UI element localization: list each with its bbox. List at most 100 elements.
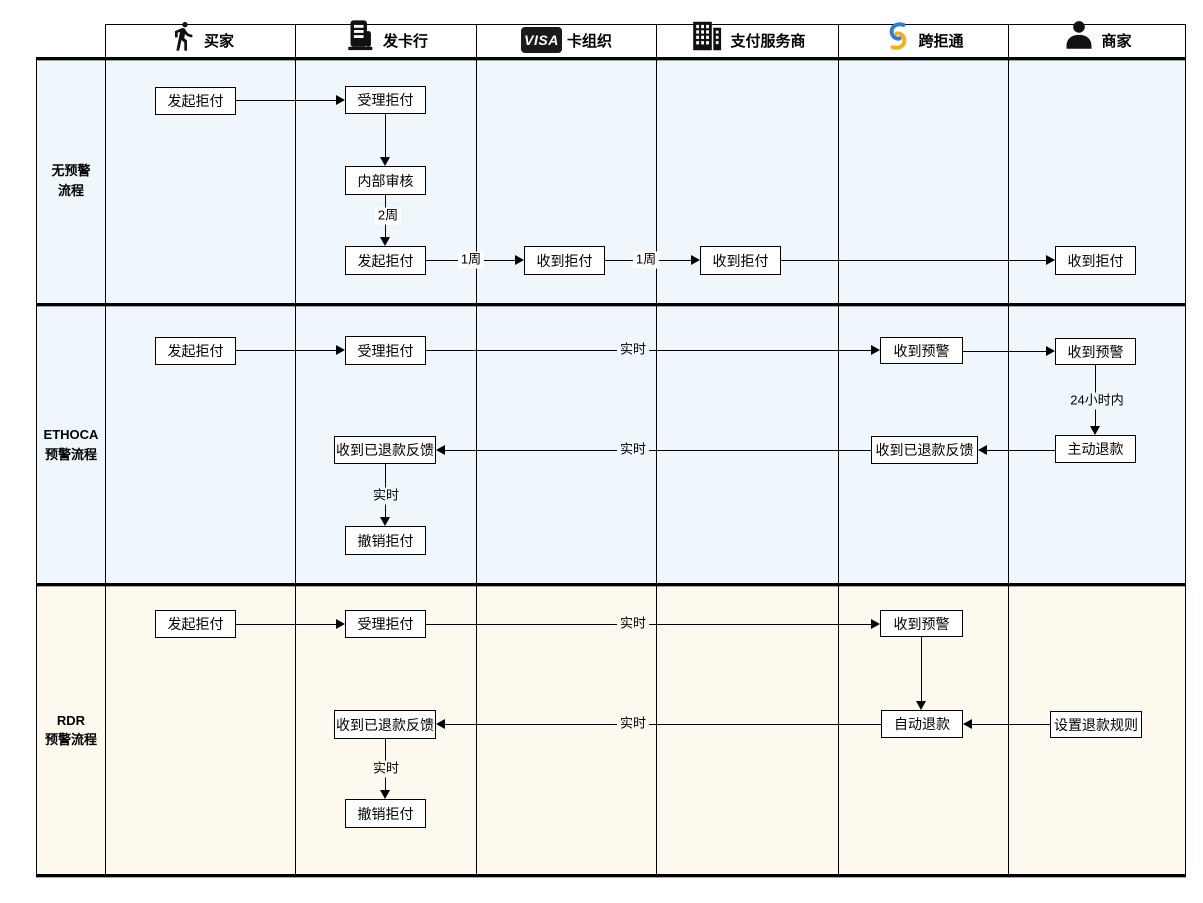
node-l3-merchant-set-refund-rules: 设置退款规则	[1050, 711, 1142, 738]
node-l2-kuajujtong-refund-feedback: 收到已退款反馈	[871, 436, 978, 464]
flow-line	[445, 724, 881, 725]
node-l2-merchant-receive-alert: 收到预警	[1055, 338, 1136, 365]
actor-label: 跨拒通	[918, 33, 964, 50]
node-l1-merchant-receive-chargeback: 收到拒付	[1055, 246, 1136, 275]
column-divider	[1008, 24, 1009, 874]
actor-header-kuajujtong: 跨拒通	[839, 21, 1008, 57]
actor-header-buyer: 买家	[106, 22, 295, 57]
actor-label: 商家	[1101, 33, 1132, 50]
edge-label: 1周	[632, 251, 660, 269]
edge-label: 实时	[616, 341, 650, 359]
actor-header-card-network: VISA 卡组织	[477, 24, 656, 57]
lane-label-ethoca: ETHOCA 预警流程	[37, 306, 105, 583]
flow-arrowhead	[380, 237, 390, 246]
lane-label-line: ETHOCA	[43, 427, 99, 442]
lane-divider	[36, 57, 1186, 60]
flow-arrowhead	[1046, 346, 1055, 356]
flow-arrowhead	[380, 517, 390, 526]
lane-label-line: 流程	[57, 182, 84, 198]
edge-label: 实时	[369, 487, 403, 505]
actor-header-issuer: 发卡行	[296, 20, 476, 57]
walking-person-icon	[167, 20, 199, 52]
flow-arrowhead	[978, 445, 987, 455]
lane-label-line: 无预警	[51, 163, 91, 178]
edge-label: 实时	[616, 441, 650, 459]
column-divider	[105, 24, 106, 874]
node-l2-merchant-proactive-refund: 主动退款	[1055, 435, 1136, 463]
node-l1-buyer-initiate-chargeback: 发起拒付	[155, 87, 236, 115]
node-l2-kuajujtong-receive-alert: 收到预警	[880, 337, 963, 364]
actor-label: 发卡行	[382, 33, 428, 50]
column-divider	[476, 24, 477, 874]
flow-arrowhead	[1046, 255, 1055, 265]
flow-arrowhead	[336, 95, 345, 105]
node-l2-issuer-accept-chargeback: 受理拒付	[345, 336, 426, 365]
edge-label: 实时	[369, 760, 403, 778]
lane-label-rdr: RDR 预警流程	[37, 586, 105, 874]
flow-arrowhead	[871, 345, 880, 355]
actor-header-merchant: 商家	[1009, 21, 1185, 57]
node-l1-psp-receive-chargeback: 收到拒付	[700, 246, 781, 275]
lane-label-line: RDR	[56, 712, 86, 728]
node-l3-kuajujtong-auto-refund: 自动退款	[881, 710, 963, 738]
card-terminal-icon	[344, 19, 378, 53]
actor-header-psp: 支付服务商	[657, 21, 838, 57]
edge-label: 实时	[616, 715, 650, 733]
visa-logo: VISA	[520, 26, 562, 53]
node-l2-buyer-initiate-chargeback: 发起拒付	[155, 337, 236, 365]
flow-arrowhead	[963, 719, 972, 729]
flow-arrowhead	[871, 619, 880, 629]
node-l3-kuajujtong-receive-alert: 收到预警	[880, 610, 963, 637]
flow-line	[921, 637, 922, 701]
edge-label: 1周	[457, 251, 485, 269]
column-divider	[838, 24, 839, 874]
node-l3-buyer-initiate-chargeback: 发起拒付	[155, 610, 236, 638]
flow-arrowhead	[436, 445, 445, 455]
actor-label: 卡组织	[566, 33, 612, 50]
flow-arrowhead	[380, 790, 390, 799]
lane-ethoca-background	[37, 59, 1185, 583]
node-l1-issuer-accept-chargeback: 受理拒付	[345, 86, 426, 114]
flow-arrowhead	[1090, 426, 1100, 435]
column-divider	[295, 24, 296, 874]
flow-line	[236, 100, 336, 101]
node-l2-issuer-cancel-chargeback: 撤销拒付	[345, 526, 426, 555]
flow-line	[987, 450, 1055, 451]
lane-label-no-alert: 无预警 流程	[37, 58, 105, 303]
flow-line	[236, 350, 336, 351]
actor-label: 买家	[203, 33, 234, 50]
flow-arrowhead	[336, 345, 345, 355]
flow-arrowhead	[336, 619, 345, 629]
lane-label-line: 预警流程	[44, 446, 97, 462]
lane-divider	[36, 874, 1186, 877]
flow-line	[781, 260, 1046, 261]
flow-arrowhead	[380, 157, 390, 166]
edge-label: 2周	[374, 207, 402, 225]
flow-line	[972, 724, 1050, 725]
node-l3-issuer-accept-chargeback: 受理拒付	[345, 610, 426, 638]
person-icon	[1062, 19, 1096, 53]
node-l3-issuer-cancel-chargeback: 撤销拒付	[345, 799, 426, 828]
lane-divider	[36, 583, 1186, 586]
node-l1-network-receive-chargeback: 收到拒付	[524, 246, 605, 275]
flow-arrowhead	[436, 719, 445, 729]
node-l3-issuer-refund-feedback: 收到已退款反馈	[334, 710, 436, 739]
node-l2-issuer-refund-feedback: 收到已退款反馈	[334, 436, 436, 464]
flow-arrowhead	[691, 255, 700, 265]
flow-line	[445, 450, 871, 451]
flow-line	[236, 624, 336, 625]
lane-divider	[36, 303, 1186, 306]
flow-line	[385, 114, 386, 157]
column-divider	[36, 58, 37, 874]
header-top-border	[105, 24, 1186, 25]
actor-label: 支付服务商	[730, 33, 806, 50]
node-l1-issuer-internal-review: 内部审核	[345, 166, 426, 195]
flow-line	[963, 351, 1046, 352]
column-divider	[1185, 24, 1186, 874]
lane-label-line: 预警流程	[44, 732, 97, 747]
kuajujtong-logo	[883, 21, 913, 51]
edge-label: 24小时内	[1067, 392, 1127, 410]
edge-label: 实时	[616, 615, 650, 633]
node-l1-issuer-initiate-chargeback: 发起拒付	[345, 246, 426, 275]
